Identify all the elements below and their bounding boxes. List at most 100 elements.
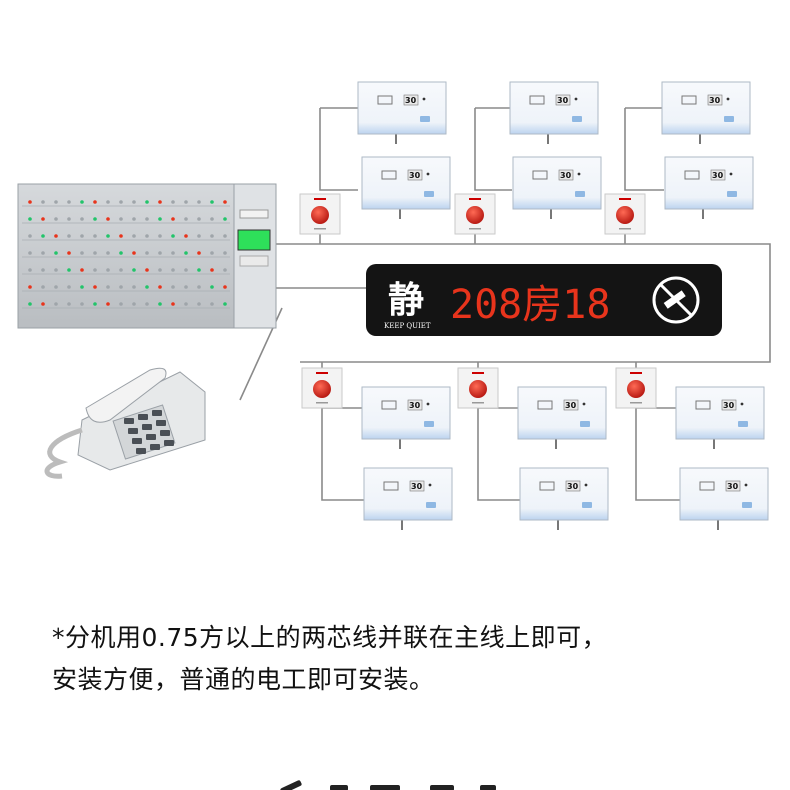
extension-unit: 30 [509,81,599,144]
panel-led [80,251,84,255]
panel-led [145,234,149,238]
panel-led [28,268,32,272]
panel-led [158,251,162,255]
panel-led [93,251,97,255]
panel-led-grid [22,200,230,309]
panel-led [106,268,110,272]
led-display-board: 静 KEEP QUIET 208房18 [366,264,722,336]
panel-led [171,251,175,255]
panel-led [41,268,45,272]
panel-led [158,285,162,289]
panel-led [67,302,71,306]
phone-key [160,430,170,436]
main-control-panel [17,183,277,329]
panel-led [119,285,123,289]
panel-led [93,234,97,238]
panel-led [93,285,97,289]
panel-led [184,268,188,272]
extension-unit: 30 [675,386,765,449]
panel-led [145,268,149,272]
panel-led [93,200,97,204]
display-subtitle: KEEP QUIET [384,322,431,330]
panel-led [171,217,175,221]
extension-unit: 30 [363,467,453,530]
caption-line-1: *分机用0.75方以上的两芯线并联在主线上即可， [52,623,608,652]
panel-led [132,251,136,255]
panel-led [184,200,188,204]
phone-key [124,418,134,424]
panel-led [197,200,201,204]
extension-unit: 30 [519,467,609,530]
extension-unit: 30 [357,81,447,144]
emergency-button [301,367,343,409]
panel-led [171,200,175,204]
panel-led [54,234,58,238]
panel-led [67,234,71,238]
panel-led [197,234,201,238]
phone-key [146,434,156,440]
panel-led [158,268,162,272]
panel-led [119,302,123,306]
panel-led [106,302,110,306]
panel-led [54,251,58,255]
panel-led [132,200,136,204]
panel-led [41,200,45,204]
panel-led [158,200,162,204]
panel-led [197,251,201,255]
panel-led [119,234,123,238]
extension-unit-number: 30 [567,482,579,491]
panel-led [28,251,32,255]
panel-led [106,217,110,221]
panel-led [210,302,214,306]
phone-key [156,420,166,426]
extension-unit-number: 30 [409,401,421,410]
panel-led [54,285,58,289]
panel-led [145,251,149,255]
display-big-char: 静 [388,280,424,321]
panel-led [80,302,84,306]
panel-led [67,268,71,272]
panel-led [197,302,201,306]
extension-unit-number: 30 [723,401,735,410]
panel-led [171,234,175,238]
panel-led [67,251,71,255]
panel-led [106,251,110,255]
panel-led [28,302,32,306]
panel-led [184,251,188,255]
emergency-button [604,193,646,235]
panel-led [106,285,110,289]
panel-led [210,217,214,221]
phone-key [142,424,152,430]
panel-led [119,268,123,272]
extension-unit-number: 30 [712,171,724,180]
panel-led [67,200,71,204]
emergency-button [615,367,657,409]
panel-led [132,217,136,221]
extension-unit-number: 30 [560,171,572,180]
panel-led [28,234,32,238]
display-room-text: 208房18 [450,282,610,328]
panel-led [28,285,32,289]
extension-unit: 30 [679,467,769,530]
emergency-buttons [299,193,657,409]
extension-unit: 30 [512,156,602,219]
telephone-icon [44,367,206,479]
extension-unit: 30 [361,386,451,449]
panel-led [132,302,136,306]
panel-led [28,200,32,204]
panel-led [197,268,201,272]
panel-led [145,217,149,221]
panel-led [80,217,84,221]
emergency-button [299,193,341,235]
panel-led [171,268,175,272]
extension-unit: 30 [664,156,754,219]
panel-led [158,302,162,306]
panel-led [184,217,188,221]
panel-led [171,285,175,289]
panel-led [197,285,201,289]
emergency-button [454,193,496,235]
extension-unit-number: 30 [411,482,423,491]
panel-led [106,200,110,204]
